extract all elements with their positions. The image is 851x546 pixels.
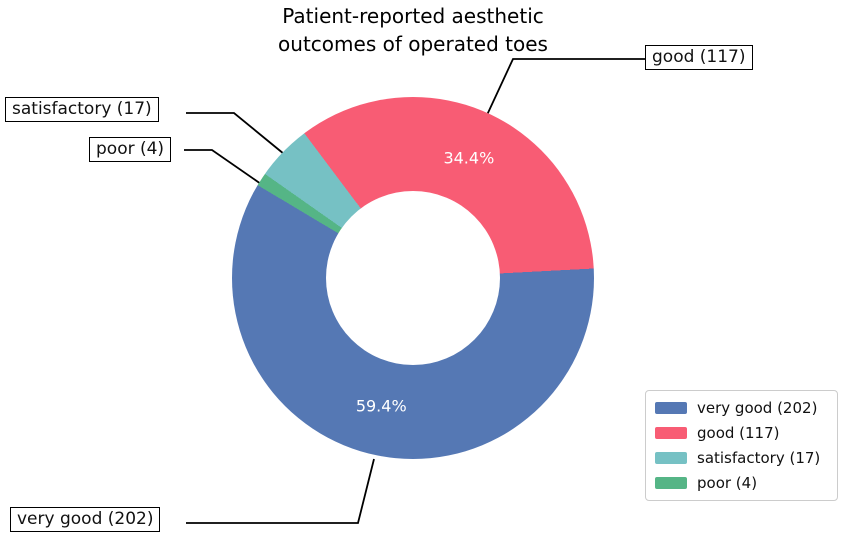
legend-label-good: good (117)	[697, 424, 780, 442]
callout-line-satisfactory	[186, 112, 285, 155]
legend-item-satisfactory: satisfactory (17)	[655, 449, 828, 467]
callout-label-satisfactory: satisfactory (17)	[5, 97, 159, 122]
chart-title-line1: Patient-reported aesthetic	[282, 4, 544, 28]
callout-line-very-good	[186, 458, 375, 524]
callout-label-poor: poor (4)	[89, 137, 172, 162]
legend-label-poor: poor (4)	[697, 474, 758, 492]
legend-item-poor: poor (4)	[655, 474, 828, 492]
callout-label-good: good (117)	[645, 45, 753, 70]
callout-label-very-good: very good (202)	[10, 507, 161, 532]
chart-title-line2: outcomes of operated toes	[278, 31, 548, 56]
legend-swatch-very-good	[655, 402, 687, 414]
callout-line-good	[486, 58, 645, 116]
legend-item-good: good (117)	[655, 424, 828, 442]
legend-label-very-good: very good (202)	[697, 399, 818, 417]
callout-line-poor	[184, 149, 262, 185]
pct-label-very-good: 59.4%	[355, 396, 407, 416]
chart-legend: very good (202) good (117) satisfactory …	[645, 390, 838, 501]
donut-ring	[232, 97, 594, 459]
legend-label-satisfactory: satisfactory (17)	[697, 449, 821, 467]
legend-swatch-good	[655, 427, 687, 439]
legend-swatch-satisfactory	[655, 452, 687, 464]
legend-swatch-poor	[655, 477, 687, 489]
pct-label-good: 34.4%	[443, 148, 495, 168]
donut-hole	[326, 191, 500, 365]
legend-item-very-good: very good (202)	[655, 399, 828, 417]
chart-title: Patient-reported aesthetic outcomes of o…	[278, 3, 548, 58]
